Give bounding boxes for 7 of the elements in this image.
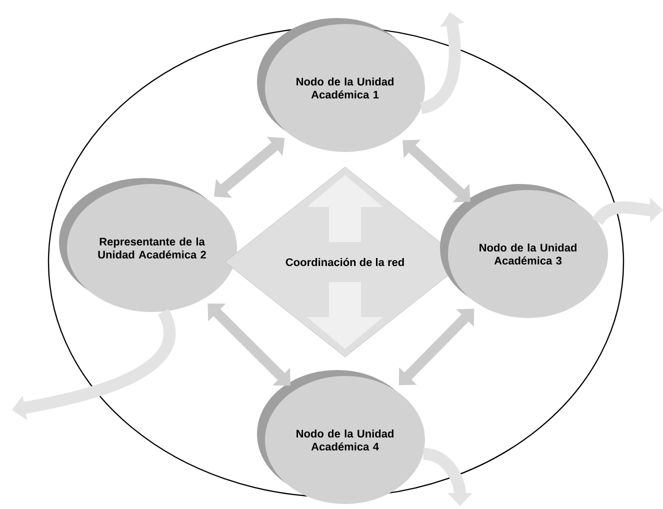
node-disc: Nodo de la Unidad Académica 3 bbox=[440, 184, 608, 318]
double-arrow bbox=[208, 303, 290, 386]
node-disc: Nodo de la Unidad Académica 1 bbox=[257, 18, 425, 152]
node-disc: Representante de la Unidad Académica 2 bbox=[59, 178, 237, 312]
double-arrow bbox=[402, 140, 470, 202]
double-arrow bbox=[398, 308, 474, 386]
node-disc: Nodo de la Unidad Académica 4 bbox=[257, 370, 425, 504]
